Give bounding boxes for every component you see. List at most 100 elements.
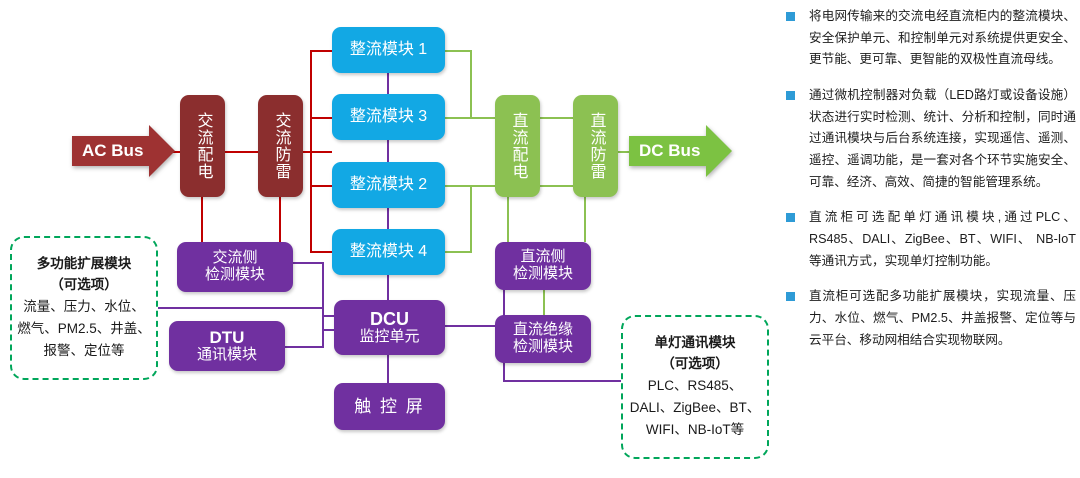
line-multifunction-to-dcu: [156, 307, 324, 309]
node-rectifier-1[interactable]: 整流模块 1: [332, 27, 445, 73]
line-dc-distribution-to-dc-lightning-bottom: [540, 185, 573, 187]
line-ac-distribution-to-ac-detect: [201, 196, 203, 242]
node-dc-insulation-detect-line2: 检测模块: [512, 338, 573, 355]
node-dtu-line2: 通讯模块: [196, 346, 257, 364]
node-dtu-line1: DTU: [209, 328, 245, 348]
node-rectifier-3-label: 整流模块 3: [349, 108, 428, 126]
line-right-purple-rail: [503, 242, 505, 382]
line-dcu-to-right-rail: [445, 325, 505, 327]
bullet-square-icon: [786, 292, 795, 302]
node-rectifier-1-label: 整流模块 1: [349, 41, 428, 59]
description-bullet-1: 将电网传输来的交流电经直流柜内的整流模块、安全保护单元、和控制单元对系统提供更安…: [786, 6, 1076, 71]
node-dc-side-detect[interactable]: 直流侧 检测模块: [495, 242, 591, 290]
option-box-single-lamp-communication-module[interactable]: 单灯通讯模块 （可选项） PLC、RS485、 DALI、ZigBee、BT、 …: [621, 315, 769, 459]
line-dc-distribution-to-dc-detect: [507, 196, 509, 242]
node-rectifier-4[interactable]: 整流模块 4: [332, 229, 445, 275]
node-ac-distribution-label: 交流配电: [194, 112, 212, 180]
option-box-single-lamp-line-2: DALI、ZigBee、BT、: [629, 399, 761, 415]
line-dcu-to-touchscreen: [387, 355, 389, 384]
description-bullet-3-text: 直流柜可选配单灯通讯模块,通过PLC、RS485、DALI、ZigBee、BT、…: [809, 210, 1076, 268]
line-rectifier-2-to-dc-distribution: [470, 185, 505, 187]
node-dtu[interactable]: DTU 通讯模块: [169, 321, 285, 371]
line-ac-detect-down: [322, 262, 324, 315]
line-dc-lightning-to-dc-bus: [617, 151, 632, 153]
line-dtu-rail-up: [322, 329, 324, 348]
bullet-square-icon: [786, 90, 795, 100]
option-box-multifunction-line-1: 流量、压力、水位、: [23, 299, 145, 315]
node-ac-side-detect[interactable]: 交流侧 检测模块: [177, 242, 293, 292]
line-rectifier-2-out: [445, 185, 472, 187]
option-box-single-lamp-subtitle: （可选项）: [661, 356, 729, 372]
line-rectifier-1-out: [445, 50, 472, 52]
line-rectifier-4-out: [445, 251, 472, 253]
node-dc-insulation-detect-line1: 直流绝缘: [512, 321, 573, 339]
line-rectifier-4-up: [470, 185, 472, 252]
node-dc-side-detect-line2: 检测模块: [512, 265, 573, 282]
option-box-single-lamp-title: 单灯通讯模块: [654, 335, 736, 351]
node-dc-insulation-detect[interactable]: 直流绝缘 检测模块: [495, 315, 591, 363]
description-bullet-3: 直流柜可选配单灯通讯模块,通过PLC、RS485、DALI、ZigBee、BT、…: [786, 207, 1076, 272]
node-ac-lightning[interactable]: 交流防雷: [258, 95, 303, 197]
ac-bus-arrow-head: [149, 125, 176, 177]
line-dc-distribution-to-dc-lightning-top: [540, 117, 573, 119]
line-feed-rectifier-2: [310, 185, 334, 187]
line-ac-detect-into-dcu: [322, 315, 334, 317]
line-feed-rectifier-3: [310, 117, 334, 119]
node-dc-lightning-label: 直流防雷: [587, 112, 605, 180]
line-ac-lightning-to-ac-detect: [279, 196, 281, 242]
description-bullet-1-text: 将电网传输来的交流电经直流柜内的整流模块、安全保护单元、和控制单元对系统提供更安…: [809, 9, 1076, 67]
node-dcu-line1: DCU: [370, 309, 409, 330]
node-dc-side-detect-line1: 直流侧: [520, 248, 566, 266]
description-bullet-2: 通过微机控制器对负载（LED路灯或设备设施）状态进行实时检测、统计、分析和控制，…: [786, 85, 1076, 193]
line-feed-rectifier-1: [310, 50, 334, 52]
line-multifunction-into-dcu: [322, 329, 334, 331]
line-rectifier-feed-bus: [310, 50, 312, 253]
node-dc-distribution[interactable]: 直流配电: [495, 95, 540, 197]
node-dc-lightning[interactable]: 直流防雷: [573, 95, 618, 197]
dc-bus-arrow: DC Bus: [629, 125, 733, 177]
line-multifunction-rail-down: [322, 307, 324, 329]
line-rectifier-2-to-4: [387, 208, 389, 229]
option-box-multifunction-expansion-module[interactable]: 多功能扩展模块 （可选项） 流量、压力、水位、 燃气、PM2.5、井盖、 报警、…: [10, 236, 158, 380]
ac-bus-label: AC Bus: [72, 136, 150, 166]
option-box-multifunction-line-3: 报警、定位等: [43, 342, 125, 358]
option-box-multifunction-subtitle: （可选项）: [50, 277, 118, 293]
node-ac-distribution[interactable]: 交流配电: [180, 95, 225, 197]
node-ac-side-detect-line1: 交流侧: [212, 249, 258, 267]
line-dc-lightning-to-dc-detect: [584, 196, 586, 242]
dc-bus-label: DC Bus: [629, 136, 707, 166]
option-box-multifunction-line-2: 燃气、PM2.5、井盖、: [17, 320, 151, 336]
node-rectifier-3[interactable]: 整流模块 3: [332, 94, 445, 140]
node-ac-lightning-label: 交流防雷: [272, 112, 290, 180]
line-rectifier-3-to-2: [387, 140, 389, 162]
node-touchscreen-label: 触 控 屏: [354, 396, 425, 416]
ac-bus-arrow: AC Bus: [72, 125, 176, 177]
node-rectifier-2[interactable]: 整流模块 2: [332, 162, 445, 208]
node-rectifier-2-label: 整流模块 2: [349, 176, 428, 194]
node-dcu[interactable]: DCU 监控单元: [334, 300, 445, 355]
line-dtu-to-dcu: [285, 346, 324, 348]
line-rectifier-4-to-dcu: [387, 275, 389, 301]
node-dcu-line2: 监控单元: [359, 328, 420, 346]
description-panel: 将电网传输来的交流电经直流柜内的整流模块、安全保护单元、和控制单元对系统提供更安…: [786, 6, 1076, 472]
option-box-single-lamp-line-1: PLC、RS485、: [647, 378, 743, 394]
node-rectifier-4-label: 整流模块 4: [349, 243, 428, 261]
description-bullet-4: 直流柜可选配多功能扩展模块，实现流量、压力、水位、燃气、PM2.5、井盖报警、定…: [786, 286, 1076, 351]
line-ac-distribution-to-ac-lightning: [225, 151, 258, 153]
node-touchscreen[interactable]: 触 控 屏: [334, 383, 445, 430]
line-rail-to-single-lamp-box: [503, 380, 631, 382]
option-box-single-lamp-line-3: WIFI、NB-IoT等: [645, 421, 745, 437]
line-dc-detect-to-dc-insulation: [543, 290, 545, 315]
description-bullet-2-text: 通过微机控制器对负载（LED路灯或设备设施）状态进行实时检测、统计、分析和控制，…: [809, 87, 1076, 189]
option-box-multifunction-title: 多功能扩展模块: [36, 256, 132, 272]
bullet-square-icon: [786, 12, 795, 21]
line-rectifier-1-down: [470, 50, 472, 117]
line-rectifier-3-out: [445, 117, 505, 119]
description-bullet-4-text: 直流柜可选配多功能扩展模块，实现流量、压力、水位、燃气、PM2.5、井盖报警、定…: [809, 289, 1076, 347]
dc-bus-arrow-head: [706, 125, 733, 177]
line-ac-detect-to-dcu-rail: [293, 262, 324, 264]
bullet-square-icon: [786, 213, 795, 223]
line-ac-lightning-to-rectifier-bus: [302, 151, 332, 153]
node-ac-side-detect-line2: 检测模块: [204, 266, 265, 283]
